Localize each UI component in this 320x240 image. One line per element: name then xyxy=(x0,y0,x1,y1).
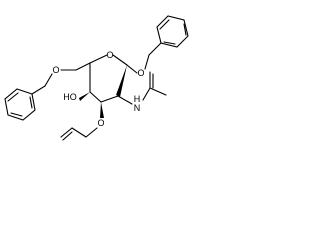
bond-c5-o5 xyxy=(89,54,108,64)
phenyl-double-bond-3 xyxy=(163,41,176,45)
phenyl-double-bond-2 xyxy=(183,23,187,36)
bond-c1-c2 xyxy=(116,65,127,97)
benzyloxy-group-primary xyxy=(4,62,91,121)
bond-c4-oh xyxy=(79,92,90,101)
acetamido-group xyxy=(117,71,167,105)
bond-o5-c1 xyxy=(112,54,128,66)
allyl-oxygen-label: O xyxy=(97,118,104,128)
bond-o1-ch2 xyxy=(144,54,150,70)
bond-ch-ch2 xyxy=(60,127,73,138)
bond-c1-o1 xyxy=(126,64,138,74)
benzyloxy-group-anomeric xyxy=(126,15,189,74)
phenyl-left-double-bond-2 xyxy=(10,112,23,117)
bond-c3-o3 xyxy=(100,102,104,118)
anomeric-oxygen-label: O xyxy=(137,68,144,78)
bond-ch2-phenyl xyxy=(148,42,162,56)
bond-ch2-ch xyxy=(71,127,87,138)
phenyl-ring-top xyxy=(156,15,189,48)
ring-oxygen-label: O xyxy=(106,50,113,60)
phenyl-left-double-bond-3 xyxy=(29,96,33,109)
pyranose-ring xyxy=(89,54,128,103)
bond-o6-ch2 xyxy=(44,73,53,87)
bond-ch2-phenyl-left xyxy=(31,85,46,95)
bond-c5-c6 xyxy=(75,62,91,71)
bond-c3-c4 xyxy=(89,91,102,103)
bond-c2-n xyxy=(117,95,133,105)
bond-acetyl-methyl xyxy=(149,87,167,96)
structure-diagram: O O O HO H N O xyxy=(4,15,189,141)
primary-oxygen-label: O xyxy=(52,65,59,75)
phenyl-ring-left xyxy=(4,88,36,121)
bond-terminal-double xyxy=(62,131,73,141)
bond-c2-c3 xyxy=(100,95,119,103)
nitrogen-label: N xyxy=(134,103,141,113)
phenyl-left-double-bond-1 xyxy=(7,92,19,102)
bond-n-carbonyl xyxy=(142,87,151,101)
nitrogen-hydrogen-label: H xyxy=(134,94,141,104)
phenyl-double-bond-1 xyxy=(159,19,170,30)
allyloxy-group xyxy=(60,102,104,141)
bond-o3-ch2 xyxy=(85,127,98,138)
hydroxyl-label: HO xyxy=(63,92,77,102)
